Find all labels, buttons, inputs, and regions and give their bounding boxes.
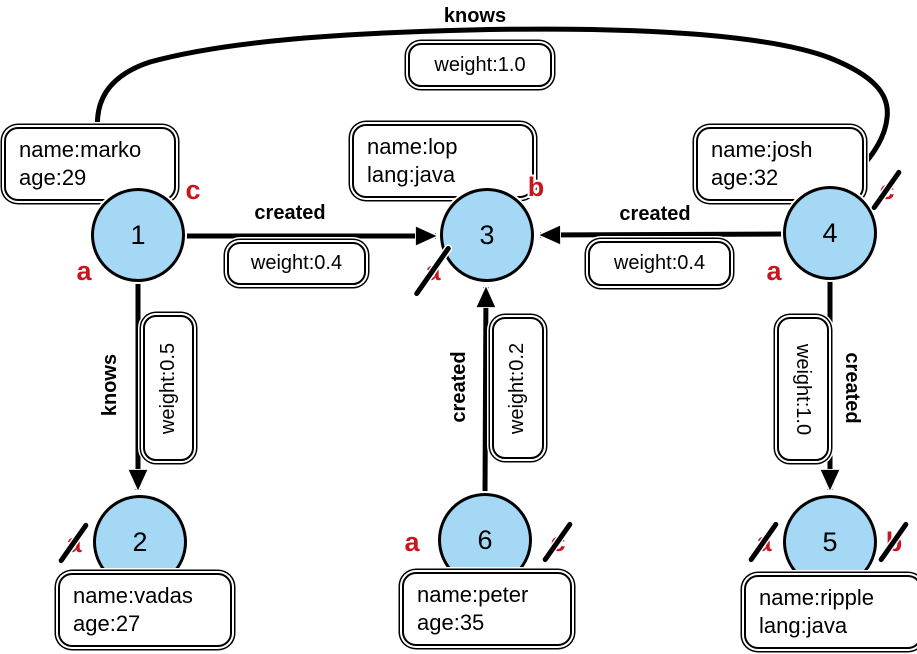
weight-badge-knows-1-2: weight:0.5 xyxy=(143,315,194,461)
edge-label-knows-top: knows xyxy=(443,4,507,27)
edge-label-created-4-3: created xyxy=(619,202,691,225)
edge-knows-1-4 xyxy=(95,26,890,200)
weight-badge-knows-top: weight:1.0 xyxy=(408,43,552,87)
property-box-josh: name:josh age:32 xyxy=(696,127,864,201)
marker-letter-a-v6: a xyxy=(404,526,420,557)
edge-created-4-3 xyxy=(540,234,784,235)
property-line: age:32 xyxy=(711,165,779,190)
weight-badge-created-4-3: weight:0.4 xyxy=(588,241,731,286)
edge-label-created-4-5: created xyxy=(841,352,864,424)
property-line: name:marko xyxy=(19,137,142,162)
property-line: name:josh xyxy=(711,137,813,162)
property-line: name:vadas xyxy=(73,583,193,608)
weight-text: weight:0.4 xyxy=(250,252,343,274)
weight-badge-created-4-5: weight:1.0 xyxy=(777,317,829,461)
weight-text: weight:0.4 xyxy=(613,252,706,274)
vertex-3: 3 xyxy=(440,188,534,282)
vertex-id: 6 xyxy=(477,524,493,555)
property-line: lang:java xyxy=(367,162,456,187)
weight-text: weight:1.0 xyxy=(434,53,526,76)
vertex-id: 5 xyxy=(822,526,838,557)
weight-text: weight:1.0 xyxy=(792,343,815,435)
property-line: name:ripple xyxy=(759,585,874,610)
property-line: age:27 xyxy=(73,611,141,636)
property-box-lop: name:lop lang:java xyxy=(352,124,534,198)
edge-label-knows-1-2: knows xyxy=(98,353,121,417)
vertex-id: 2 xyxy=(132,526,148,557)
edge-label-created-6-3: created xyxy=(447,351,470,423)
property-line: age:35 xyxy=(417,610,485,635)
property-box-vadas: name:vadas age:27 xyxy=(58,573,232,647)
weight-badge-created-6-3: weight:0.2 xyxy=(492,317,544,459)
edge-created-6-3 xyxy=(485,287,486,495)
edge-label-created-1-3: created xyxy=(254,201,326,224)
weight-text: weight:0.5 xyxy=(157,342,180,434)
vertex-1: 1 xyxy=(91,188,185,282)
property-box-ripple: name:ripple lang:java xyxy=(744,575,917,649)
vertex-id: 3 xyxy=(479,219,495,250)
property-line: name:peter xyxy=(417,582,529,607)
marker-letter-a-v1: a xyxy=(76,255,92,286)
vertex-id: 1 xyxy=(130,219,146,250)
property-box-peter: name:peter age:35 xyxy=(402,572,572,646)
weight-badge-created-1-3: weight:0.4 xyxy=(227,242,366,285)
marker-letter-b-v3: b xyxy=(527,171,545,202)
weight-text: weight:0.2 xyxy=(506,342,529,434)
vertex-6: 6 xyxy=(438,493,532,587)
vertex-4: 4 xyxy=(783,186,877,280)
property-line: name:lop xyxy=(367,134,458,159)
vertex-5: 5 xyxy=(783,495,877,589)
marker-letter-c-v1: c xyxy=(185,174,201,205)
marker-letter-a-v4: a xyxy=(766,255,782,286)
property-line: age:29 xyxy=(19,165,87,190)
property-line: lang:java xyxy=(759,613,848,638)
vertex-id: 4 xyxy=(822,217,838,248)
